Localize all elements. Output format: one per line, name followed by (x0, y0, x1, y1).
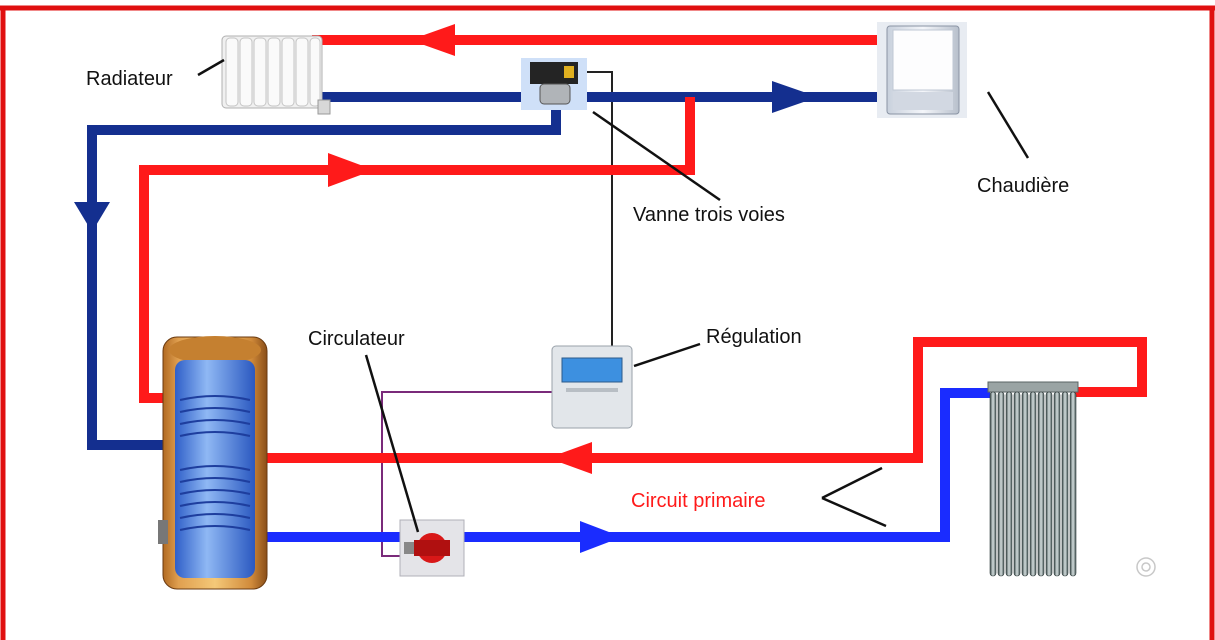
flow-arrow-coil-supply (328, 153, 374, 187)
flow-arrow-tank-return (74, 202, 110, 232)
leader-lines (197, 58, 1030, 533)
primary-circuit-label: Circuit primaire (631, 490, 766, 512)
three-way-valve-label: Vanne trois voies (633, 204, 785, 226)
regulation-label: Régulation (706, 326, 802, 348)
flow-arrow-primary-hot (548, 442, 592, 474)
radiator-label: Radiateur (86, 68, 173, 90)
radiator-icon (221, 35, 331, 115)
watermark-icon (1136, 557, 1156, 577)
boiler-icon (877, 22, 967, 118)
sensor-wire (381, 391, 555, 557)
valve-control-wire (585, 71, 613, 350)
coil-supply-pipe (139, 97, 695, 403)
solar-collector-icon (987, 381, 1079, 577)
circulator-label: Circulateur (308, 328, 405, 350)
valve-icon (521, 58, 587, 110)
pump-icon (399, 519, 465, 577)
flow-arrow-boiler-return (772, 81, 818, 113)
controller-icon (551, 345, 633, 429)
primary-hot-pipe (255, 337, 1147, 463)
flow-arrow-boiler-supply (410, 24, 455, 56)
tank-icon (158, 336, 268, 590)
flow-arrow-primary-cold (580, 521, 622, 553)
boiler-label: Chaudière (977, 175, 1070, 197)
outer-frame (0, 5, 1215, 640)
